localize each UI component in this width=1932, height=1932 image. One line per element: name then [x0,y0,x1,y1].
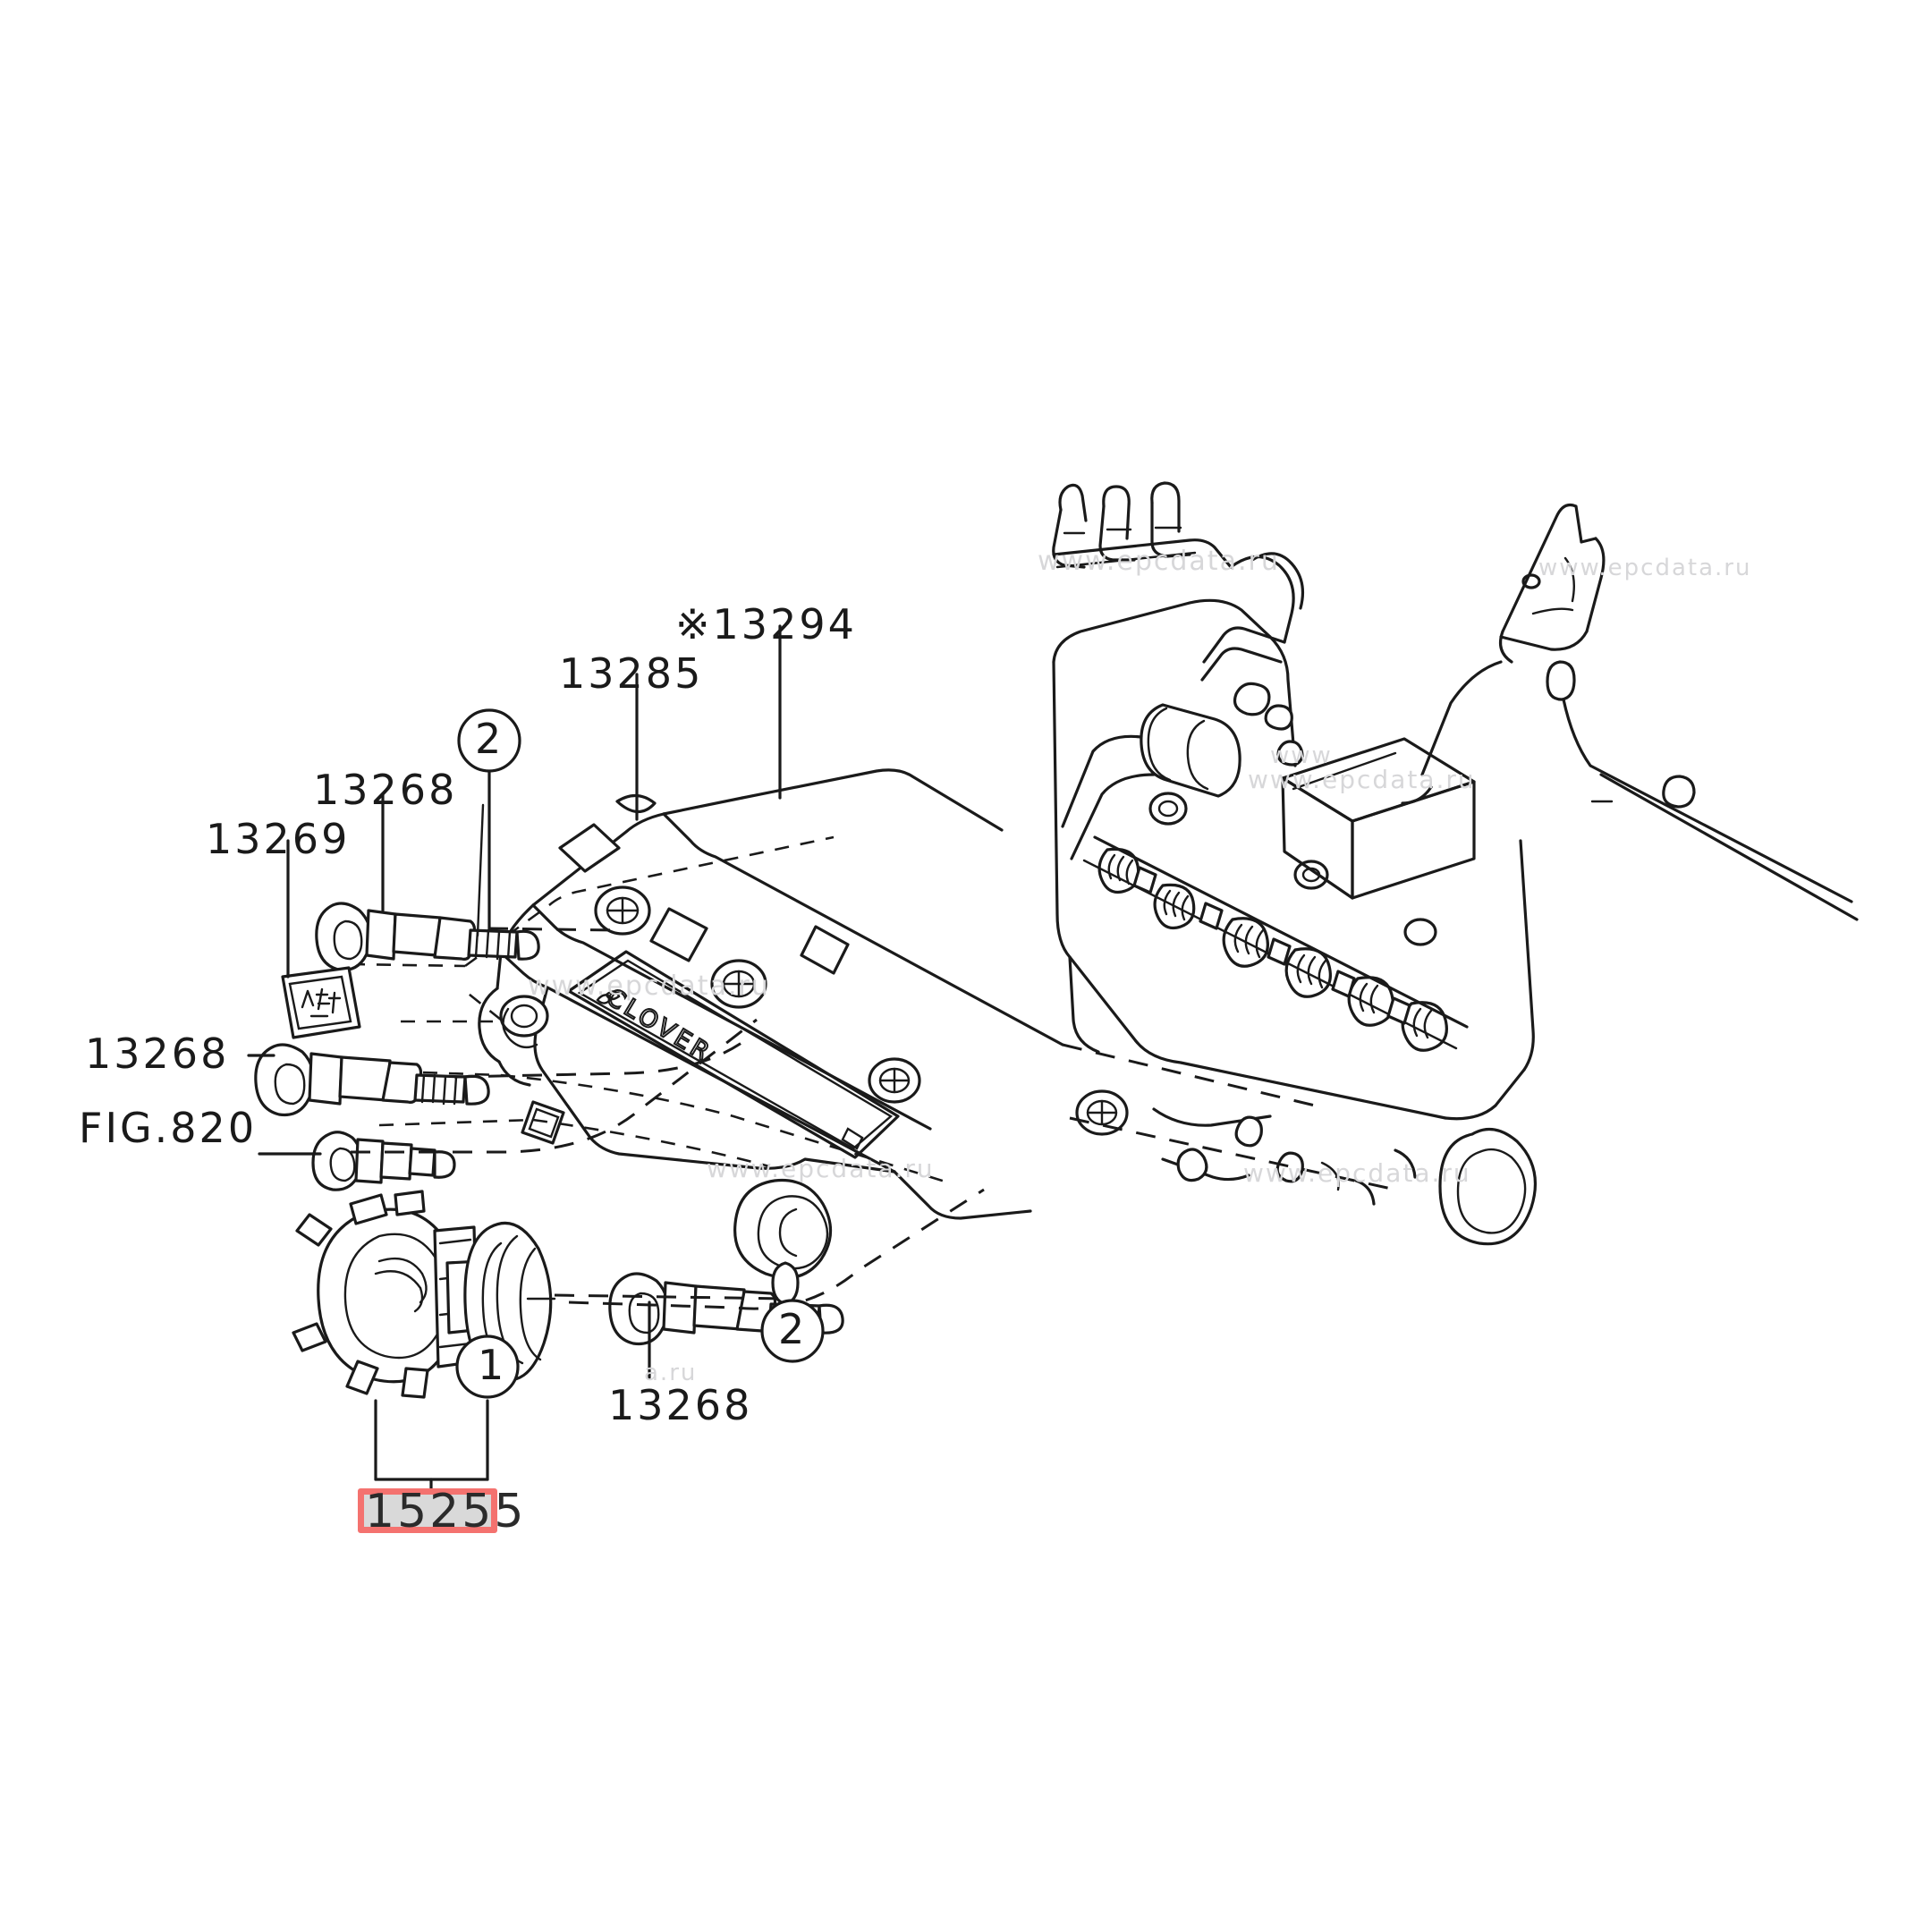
part-label-13268-mid[interactable]: 13268 [85,1030,230,1078]
part-label-13269[interactable]: 13269 [206,815,351,863]
cover-bolt-boss-1 [594,886,651,936]
sensor-box [1281,737,1476,900]
pcv-hose-routing [1061,552,1304,860]
part-label-fig820[interactable]: FIG.820 [79,1104,258,1152]
callout-balloons [455,708,825,1399]
balloon-2-bottom: 2 [778,1305,805,1353]
part-label-13285[interactable]: 13285 [559,649,704,698]
cylinder-head-assembly [1052,598,1538,1246]
bolt-fig820 [311,1131,456,1191]
top-fittings [1052,481,1233,569]
selected-part-number: 15255 [365,1485,527,1538]
right-bracket [1401,503,1859,921]
highlight-box [358,1488,497,1533]
bolt-13268-upper [315,902,540,972]
rocker-cover-13285: CLOVER [478,768,1129,1280]
id-plate-13269 [281,966,361,1039]
cover-bolt-boss-5 [499,995,549,1038]
cover-bolt-boss-3 [868,1057,921,1104]
bolt-13268-mid [254,1043,490,1117]
balloon-1: 1 [478,1341,504,1389]
leader-lines [247,624,985,1522]
rocker-cover-gasket-13294 [344,835,949,1184]
cover-bolt-boss-2 [710,959,767,1009]
part-label-13268-bottom[interactable]: 13268 [608,1381,753,1429]
part-label-13294[interactable]: ※13294 [675,600,857,648]
part-label-13268-upper[interactable]: 13268 [313,766,458,814]
cover-bolt-boss-4 [1075,1089,1129,1136]
balloon-2-top: 2 [475,715,502,763]
